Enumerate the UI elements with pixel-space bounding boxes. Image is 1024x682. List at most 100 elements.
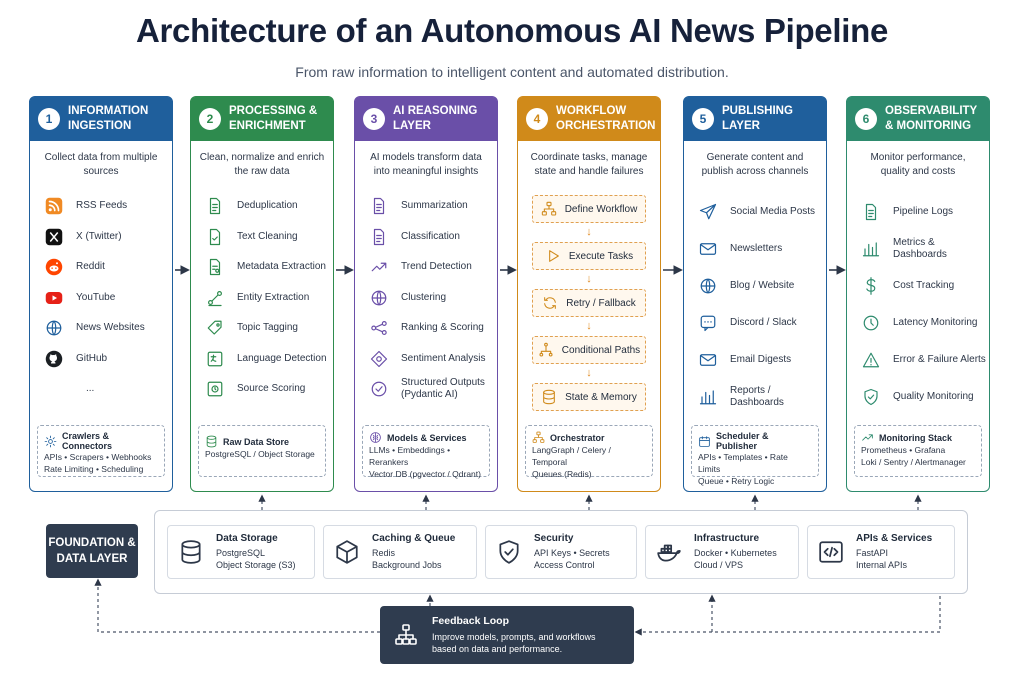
stage-item-label: X (Twitter) [76, 230, 122, 242]
stage-footer-line: LangGraph / Celery / Temporal [532, 445, 611, 467]
stage-footer-line: Queues (Redis) [532, 469, 592, 479]
youtube-icon [44, 288, 64, 308]
stage-item: Source Scoring [205, 374, 333, 405]
stage-item: Deduplication [205, 191, 333, 222]
spacer [54, 379, 74, 399]
stage-number: 2 [199, 108, 221, 130]
foundation-card-line: Docker • Kubernetes [694, 548, 777, 558]
globe-icon [44, 318, 64, 338]
foundation-card-line: Object Storage (S3) [216, 560, 296, 570]
workflow-icon [541, 201, 565, 217]
workflow-icon [532, 431, 550, 444]
stage-item-label: Language Detection [237, 352, 327, 364]
feedback-title: Feedback Loop [432, 615, 510, 627]
foundation-card-line: FastAPI [856, 548, 889, 558]
stage-item: Email Digests [698, 341, 826, 378]
stage-item: GitHub [44, 344, 172, 375]
stage-item-label: Summarization [401, 200, 468, 212]
document-icon [205, 196, 225, 216]
branch-icon [538, 342, 562, 358]
stage-item: News Websites [44, 313, 172, 344]
stage-item: Social Media Posts [698, 193, 826, 230]
code-icon [818, 539, 856, 565]
stage-number: 1 [38, 108, 60, 130]
stage-footer-title-text: Models & Services [387, 432, 467, 443]
chat-icon [698, 313, 718, 333]
foundation-card-line: Cloud / VPS [694, 560, 744, 570]
stage-item: Pipeline Logs [861, 193, 989, 230]
stage-number: 5 [692, 108, 714, 130]
dollar-icon [861, 276, 881, 296]
feedback-line: Improve models, prompts, and workflows [432, 632, 596, 642]
stage-footer-title-text: Raw Data Store [223, 436, 290, 447]
stage-item-label: Social Media Posts [730, 205, 816, 217]
stage-item-label: Text Cleaning [237, 230, 298, 242]
workflow-step-label: Define Workflow [564, 203, 638, 215]
stage-description: Monitor performance, quality and costs [870, 152, 966, 177]
stage-header: 6Observability & Monitoring [847, 97, 989, 141]
foundation-card-title: Infrastructure [694, 533, 760, 544]
bar-chart-icon [698, 387, 718, 407]
foundation-card-title: Security [534, 533, 574, 544]
stage-item: Reddit [44, 252, 172, 283]
stage-footer-title-text: Scheduler & Publisher [716, 431, 769, 451]
stage-item: Text Cleaning [205, 222, 333, 253]
page-title: Architecture of an Autonomous AI News Pi… [135, 12, 889, 49]
shield-check-icon [861, 387, 881, 407]
stage-number: 4 [526, 108, 548, 130]
document-tag-icon [205, 257, 225, 277]
stage-header: 3AI Reasoning Layer [355, 97, 497, 141]
stage-footer-line: APIs • Templates • Rate Limits [698, 452, 788, 474]
stage-item-label: Latency Monitoring [893, 316, 978, 328]
stage-item: YouTube [44, 283, 172, 314]
reddit-icon [44, 257, 64, 277]
stage-item: Error & Failure Alerts [861, 341, 989, 378]
stage-column-3: 3AI Reasoning LayerAI models transform d… [354, 96, 498, 492]
rss-icon [44, 196, 64, 216]
stage-item-label: Ranking & Scoring [401, 322, 484, 334]
stage-footer-title: Scheduler & Publisher [698, 431, 812, 451]
language-icon [205, 349, 225, 369]
stage-item: Reports / Dashboards [698, 378, 826, 415]
play-icon [545, 248, 569, 264]
stage-item-label: Trend Detection [401, 261, 472, 273]
stage-footer-line: PostgreSQL / Object Storage [205, 449, 315, 459]
stage-footer-title-text: Orchestrator [550, 432, 605, 443]
stage-item: Language Detection [205, 344, 333, 375]
github-icon [44, 349, 64, 369]
down-arrow-icon: ↓ [586, 320, 592, 332]
warning-icon [861, 350, 881, 370]
foundation-label: Foundation & Data Layer [46, 524, 138, 578]
stage-item: Classification [369, 222, 497, 253]
stage-footer-title: Models & Services [369, 431, 483, 444]
stage-item: Discord / Slack [698, 304, 826, 341]
stage-description: Coordinate tasks, manage state and handl… [530, 152, 648, 177]
document-icon [369, 196, 389, 216]
down-arrow-icon: ↓ [586, 273, 592, 285]
stage-item-label: News Websites [76, 322, 145, 334]
stage-item-label: Discord / Slack [730, 316, 797, 328]
stage-item: Quality Monitoring [861, 378, 989, 415]
docker-icon [656, 539, 694, 565]
database-icon [541, 389, 565, 405]
workflow-steps: Define Workflow↓Execute Tasks↓Retry / Fa… [518, 195, 660, 411]
workflow-step: Retry / Fallback [532, 289, 646, 317]
workflow-step: Define Workflow [532, 195, 646, 223]
stage-item-label: Clustering [401, 291, 447, 303]
foundation-card-line: API Keys • Secrets [534, 548, 610, 558]
stage-number: 3 [363, 108, 385, 130]
down-arrow-icon: ↓ [586, 226, 592, 238]
stage-header: 2Processing & Enrichment [191, 97, 333, 141]
stage-item-label: Cost Tracking [893, 279, 955, 291]
stage-item: Latency Monitoring [861, 304, 989, 341]
stage-footer-title: Crawlers & Connectors [44, 431, 158, 451]
stage-footer-line: LLMs • Embeddings • Rerankers [369, 445, 451, 467]
stage-item: ... [44, 374, 172, 405]
calendar-icon [698, 435, 716, 448]
stage-item: Blog / Website [698, 267, 826, 304]
